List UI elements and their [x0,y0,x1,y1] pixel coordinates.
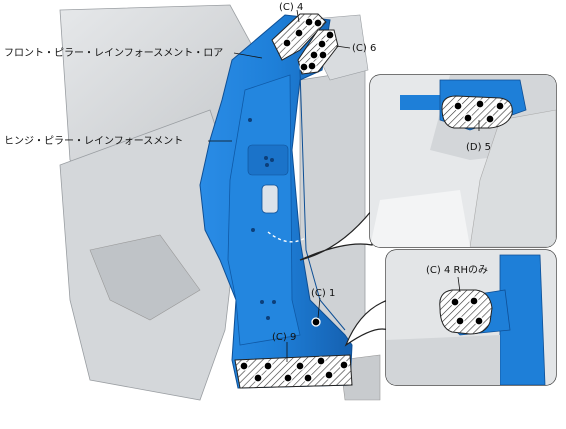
weld-region-c4-rh [439,289,493,335]
weld-region-c9 [234,354,353,389]
label-callout-c9: (C) 9 [272,332,296,343]
inset-d5-callout-tail [299,208,373,261]
hinge-pillar-panel [199,14,353,389]
label-callout-c1: (C) 1 [311,288,335,299]
inset-d5 [369,74,557,248]
label-callout-c4-rh-only: (C) 4 RHのみ [426,265,488,276]
label-hinge-pillar-reinforcement: ヒンジ・ピラー・レインフォースメント [4,135,183,147]
label-callout-c4-top: (C) 4 [279,2,303,13]
weld-region-c4-top [271,13,327,61]
label-callout-c6: (C) 6 [352,43,376,54]
inset-c4rh-callout-tail [344,299,389,347]
weld-region-c1 [311,317,321,327]
label-front-pillar-reinforcement-lower: フロント・ピラー・レインフォースメント・ロア [4,47,223,59]
inset-c4-rh [385,249,557,386]
leader-lines [208,9,480,362]
label-callout-d5: (D) 5 [466,142,491,153]
